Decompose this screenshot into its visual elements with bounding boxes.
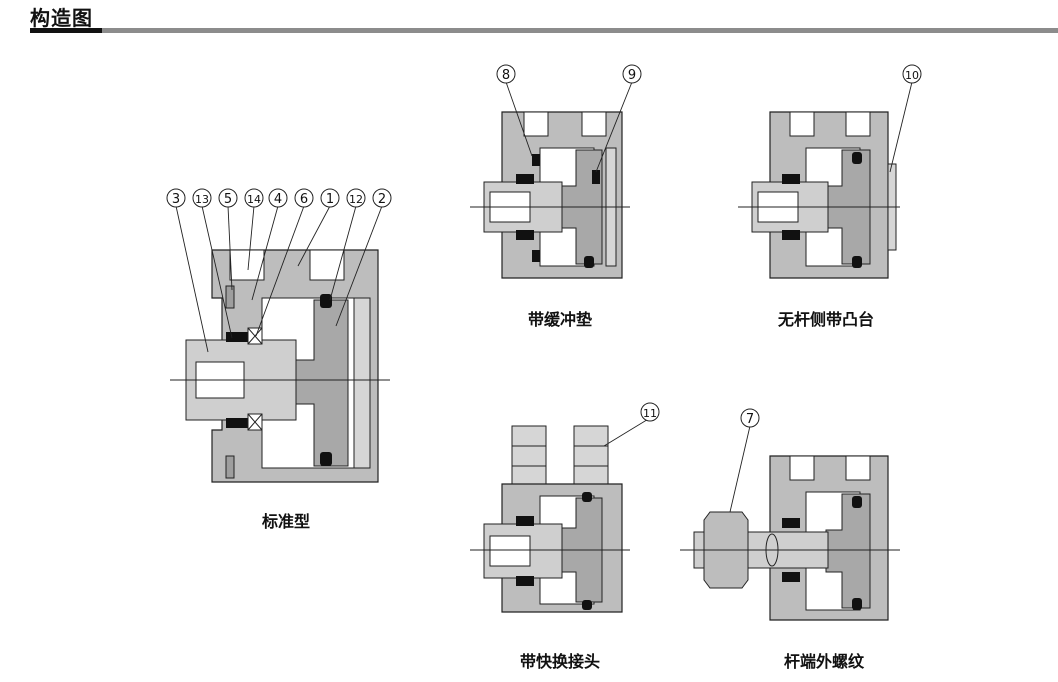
diagram-cushion (470, 111, 630, 279)
label-9: 9 (628, 68, 636, 83)
label-11: 11 (643, 407, 657, 420)
label-8: 8 (502, 68, 510, 83)
diagram-male-thread (680, 455, 900, 621)
section-header: 构造图 (0, 0, 1058, 40)
diagram-standard (170, 249, 390, 483)
caption-quick-fitting: 带快换接头 (520, 652, 601, 671)
label-13: 13 (195, 193, 209, 206)
caption-no-boss: 无杆侧带凸台 (778, 310, 875, 329)
caption-male-thread: 杆端外螺纹 (784, 652, 865, 671)
header-rule (102, 28, 1058, 33)
label-1: 1 (326, 192, 334, 207)
diagram-quick-fitting (470, 425, 630, 613)
title-underline (30, 28, 102, 33)
page-title: 构造图 (30, 6, 93, 30)
label-2: 2 (378, 192, 386, 207)
label-7: 7 (746, 412, 754, 427)
caption-cushion: 带缓冲垫 (528, 310, 593, 329)
label-14: 14 (247, 193, 261, 206)
label-6: 6 (300, 192, 308, 207)
diagram-no-boss (738, 111, 900, 279)
label-4: 4 (274, 192, 282, 207)
caption-standard: 标准型 (262, 512, 311, 531)
label-12: 12 (349, 193, 363, 206)
label-5: 5 (224, 192, 232, 207)
label-10: 10 (905, 69, 919, 82)
label-3: 3 (172, 192, 180, 207)
